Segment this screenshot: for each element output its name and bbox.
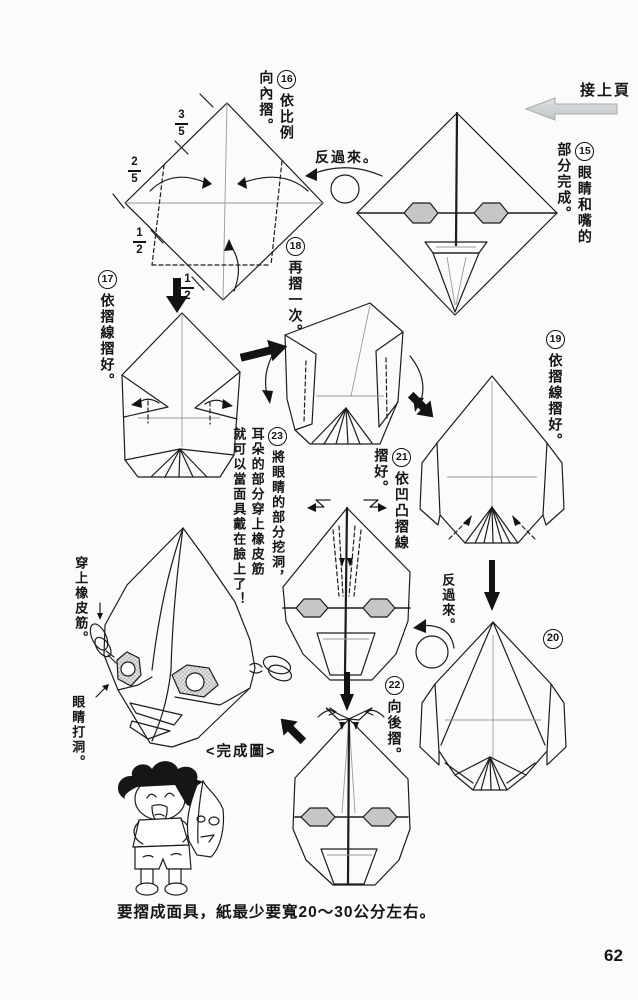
step-19-label: 19依摺線摺好。 [546,330,565,449]
rubber-band-left [89,623,117,664]
fold-arrow-diagonal-22-mask-icon [280,718,307,745]
step-22-number: 22 [385,676,404,695]
rubber-band-note-label: 穿上橡皮筋。 [73,556,89,646]
figure-step20-face [419,621,567,791]
fold-arrow-down-19-20-icon [484,560,500,611]
flip-over-bottom-arrow-icon [413,619,455,669]
footer-note: 要摺成面具，紙最少要寬20～30公分左右。 [117,904,436,921]
eye-hole-note-label: 眼睛打洞。 [70,695,86,770]
step-15-label: 15眼睛和嘴的 部分完成。 [556,142,595,245]
flip-over-top-arrow-icon [305,167,383,204]
step-21-number: 21 [392,448,412,467]
continue-arrow-icon [524,97,618,121]
flip-over-top-label: 反過來。 [315,149,379,165]
rubber-band-right [249,655,293,682]
figure-step22-face [292,707,411,886]
step-17-label: 17依摺線摺好。 [98,270,117,389]
step-22-label: 22向後摺。 [385,676,404,763]
fold-arrow-diagonal-18-19-icon [407,391,434,418]
fold-arrow-down-21-22-icon [340,672,354,711]
step-20-number: 20 [543,629,563,649]
figure-step15-face-diamond [356,111,558,316]
figure-step16-diamond [112,93,324,301]
figure-completed-mask [89,527,293,748]
boy-illustration [117,761,225,896]
step-15-number: 15 [575,142,595,161]
step-16-number: 16 [277,70,297,89]
step-17-number: 17 [98,270,117,289]
figure-step17-face [121,312,241,478]
continue-from-previous-page-label: 接上頁 [580,82,632,99]
step-18-label: 18再摺一次。 [286,237,305,340]
step-19-number: 19 [546,330,565,349]
step-23-label: 23將眼睛的部分挖洞， 耳朵的部分穿上橡皮筋 就可以當面具戴在臉上了！ [231,427,287,607]
completed-figure-caption: <完成圖> [206,744,277,760]
page-number: 62 [604,946,623,965]
fold-arrow-right-17-18-icon [239,339,288,362]
step-21-label: 21依凹凸摺線 摺好。 [373,448,412,551]
step-18-number: 18 [286,237,305,256]
flip-over-bottom-label: 反過來。 [440,573,456,633]
figure-step19-face [419,375,565,544]
figure-step21-face [282,499,411,681]
step-23-number: 23 [267,427,287,446]
fold-arrow-down-16-17-icon [166,278,188,313]
step-16-label: 16依比例 向內摺。 [258,70,297,141]
